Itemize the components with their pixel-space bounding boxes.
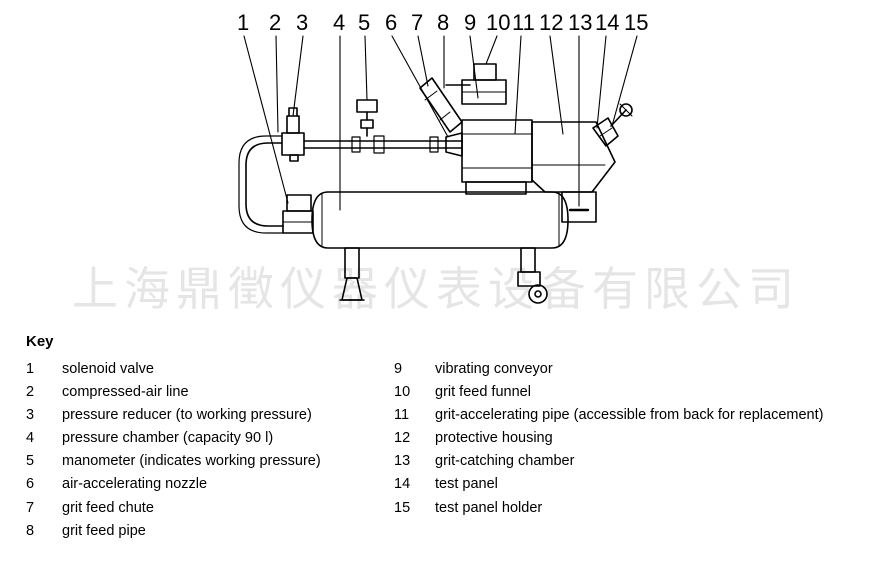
key-text: protective housing <box>435 430 553 447</box>
callout-15: 15 <box>624 10 648 35</box>
key-text: compressed-air line <box>62 384 189 401</box>
callout-9: 9 <box>464 10 476 35</box>
apparatus-diagram: 上海鼎徵仪器仪表设备有限公司 <box>72 10 800 316</box>
key-text: vibrating conveyor <box>435 361 553 377</box>
key-text: grit feed funnel <box>435 384 531 401</box>
solenoid-valve <box>282 194 314 234</box>
callout-12: 12 <box>539 10 563 35</box>
key-text: grit-catching chamber <box>435 453 575 470</box>
key-number: 3 <box>26 407 35 424</box>
key-number: 5 <box>26 453 35 470</box>
manometer <box>356 99 378 137</box>
key-number: 6 <box>26 476 35 493</box>
key-number: 7 <box>26 499 35 516</box>
key-text: pressure reducer (to working pressure) <box>62 407 312 424</box>
callout-10: 10 <box>486 10 510 35</box>
key-number: 11 <box>394 407 410 424</box>
key-text: pressure chamber (capacity 90 l) <box>62 430 274 447</box>
key-number: 2 <box>26 384 35 401</box>
key-number: 13 <box>394 453 411 470</box>
key-text: grit-accelerating pipe (accessible from … <box>435 407 824 424</box>
test-panel-holder <box>610 103 633 127</box>
key-text: manometer (indicates working pressure) <box>62 453 321 470</box>
watermark-text: 上海鼎徵仪器仪表设备有限公司 <box>72 262 800 316</box>
callout-3: 3 <box>296 10 308 35</box>
tank-support-left <box>339 247 365 301</box>
callout-1: 1 <box>237 10 249 35</box>
key-text: solenoid valve <box>62 361 154 377</box>
callout-6: 6 <box>385 10 397 35</box>
key-text: air-accelerating nozzle <box>62 476 208 493</box>
key-text: test panel holder <box>435 499 543 516</box>
grit-accelerating-pipe <box>461 119 533 195</box>
test-panel <box>592 117 619 147</box>
callout-4: 4 <box>333 10 345 35</box>
key-number: 15 <box>394 499 411 516</box>
key-number: 9 <box>394 361 403 377</box>
callout-11: 11 <box>512 10 535 35</box>
key-text: test panel <box>435 476 498 493</box>
protective-housing <box>531 121 616 193</box>
vibrating-conveyor <box>461 79 507 105</box>
grit-feed-funnel <box>473 63 497 81</box>
key-number: 12 <box>394 430 411 447</box>
callout-13: 13 <box>568 10 592 35</box>
key-number: 1 <box>26 361 35 377</box>
key-number: 4 <box>26 430 35 447</box>
air-accelerating-nozzle <box>445 132 463 157</box>
callout-7: 7 <box>411 10 423 35</box>
callout-2: 2 <box>269 10 281 35</box>
compressed-air-line <box>245 142 284 227</box>
callout-5: 5 <box>358 10 370 35</box>
leader-lines <box>243 35 638 211</box>
callout-14: 14 <box>595 10 619 35</box>
tank-support-wheel <box>517 247 548 304</box>
key-number: 10 <box>394 384 411 401</box>
key-number: 14 <box>394 476 411 493</box>
key-number: 8 <box>26 522 35 539</box>
callout-8: 8 <box>437 10 449 35</box>
key-text: grit feed chute <box>62 499 154 516</box>
key-title: Key <box>26 333 54 350</box>
pressure-chamber <box>311 191 569 249</box>
key-text: grit feed pipe <box>62 522 146 539</box>
